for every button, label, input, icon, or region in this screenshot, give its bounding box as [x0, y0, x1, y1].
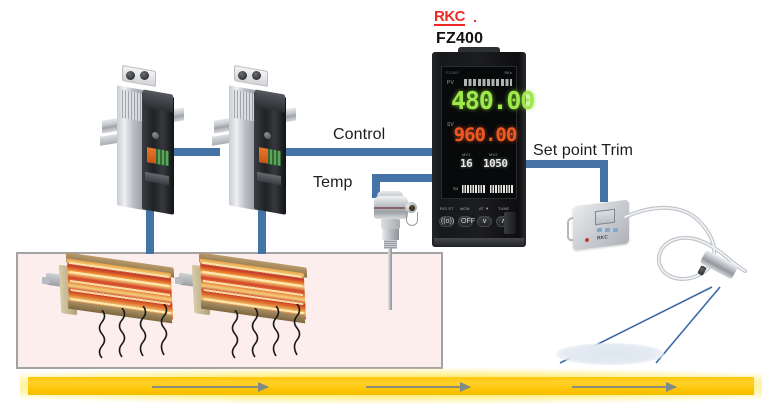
- temperature-probe: [368, 190, 422, 315]
- conveyor-direction-arrow: [152, 382, 269, 392]
- sv-tag: SV: [447, 122, 455, 128]
- status-segment: [478, 185, 485, 193]
- infrared-heater-2: [175, 252, 313, 328]
- mv1-tag: MV1: [462, 152, 471, 157]
- label-temp: Temp: [313, 174, 353, 191]
- pv-tag: PV: [447, 80, 455, 86]
- fz400-controller[interactable]: FZ400 RKc PV 480.00 SV 960.00 MV1 16 MV2…: [432, 47, 535, 247]
- pv-value: 480.00: [451, 86, 535, 115]
- ir-target-spot: [556, 343, 664, 365]
- model-title: FZ400: [436, 30, 484, 47]
- chevron-down-icon: ∨: [482, 218, 488, 225]
- wire-module1-to-module2: [168, 148, 220, 156]
- probe-head-band: [374, 207, 408, 209]
- wire-temp-vertical: [372, 174, 380, 198]
- pyrometer-display: [595, 208, 615, 226]
- chevron-up-icon: ∧: [501, 217, 506, 226]
- mv2-value: 1050: [483, 157, 508, 170]
- status-segment: [498, 185, 505, 193]
- green-terminal: [156, 148, 169, 167]
- monitor-button[interactable]: [458, 216, 473, 227]
- power-controller-1: [100, 62, 186, 217]
- arrow-shaft: [572, 385, 676, 388]
- radiation-wave: [293, 304, 302, 356]
- arrow-head-icon: [460, 382, 471, 392]
- infrared-pyrometer: RKC: [567, 195, 753, 320]
- run-stop-button[interactable]: [439, 216, 454, 227]
- display-brand-badge: RKc: [504, 70, 512, 75]
- pyrometer-sensor-cable: [623, 201, 747, 281]
- orange-terminal: [147, 147, 156, 164]
- arrow-shaft: [152, 385, 268, 388]
- mv1-value: 16: [460, 157, 473, 170]
- adjust-knob[interactable]: [152, 131, 159, 140]
- probe-chain: [406, 212, 418, 226]
- sv-value: 960.00: [453, 124, 518, 146]
- controller-keypad[interactable]: R/S ST ((o)) MON OFF AT ▼ ∨ TUNE ∧: [438, 204, 520, 238]
- radiation-wave: [98, 310, 107, 359]
- status-segment: [462, 185, 469, 193]
- arrow-shaft: [366, 385, 470, 388]
- arrow-head-icon: [258, 382, 269, 392]
- probe-neck: [381, 219, 400, 229]
- power-terminal-hole: [252, 71, 261, 80]
- power-terminal-hole: [140, 71, 149, 80]
- rkc-logo-dot: [474, 20, 476, 22]
- controller-top-cap: [458, 47, 500, 55]
- probe-head-lid: [377, 191, 403, 199]
- mv2-tag: MV2: [489, 152, 498, 157]
- rkc-logo: RKC: [434, 8, 466, 26]
- pyrometer-button[interactable]: [605, 227, 610, 233]
- wire-trim-vertical: [600, 160, 608, 202]
- display-model-label: FZ400: [446, 70, 460, 75]
- pyrometer-button[interactable]: [597, 227, 602, 233]
- wire-trim-horizontal: [524, 160, 608, 168]
- radiation-wave: [160, 304, 169, 356]
- power-controller-2: [212, 62, 298, 217]
- status-segment: [506, 185, 513, 193]
- green-terminal: [268, 148, 281, 167]
- controller-bottom-cap: [434, 238, 524, 247]
- wire-control-to-controller: [286, 148, 434, 156]
- key-label-monitor: MON: [460, 206, 470, 211]
- radiation-wave: [231, 310, 240, 359]
- radiation-wave: [118, 308, 127, 358]
- label-set-point-trim: Set point Trim: [533, 142, 634, 159]
- power-terminal-hole: [126, 71, 135, 80]
- off-icon: OFF: [461, 218, 475, 225]
- key-label-run-stop: R/S ST: [440, 206, 454, 211]
- pyrometer-button[interactable]: [613, 227, 618, 233]
- probe-hex-nut: [382, 229, 399, 240]
- radiation-wave: [139, 306, 148, 357]
- orange-terminal: [259, 147, 268, 164]
- wire-temp-horizontal: [372, 174, 434, 182]
- controller-side-port: [504, 212, 516, 234]
- conveyor-direction-arrow: [572, 382, 677, 392]
- deviation-bargraph: [464, 79, 512, 86]
- probe-cable-entry: [409, 205, 415, 211]
- adjust-knob[interactable]: [264, 131, 271, 140]
- heater-mount-pin: [42, 277, 50, 284]
- infrared-heater-1: [42, 252, 180, 328]
- pyrometer-enclosure: [573, 199, 629, 251]
- status-indicator-row: SV: [453, 185, 524, 194]
- radiation-wave: [272, 306, 281, 357]
- probe-stem: [388, 248, 392, 310]
- down-button[interactable]: [477, 216, 492, 227]
- conveyor-direction-arrow: [366, 382, 471, 392]
- status-row-label: SV: [453, 186, 459, 191]
- power-terminal-hole: [238, 71, 247, 80]
- controller-display: FZ400 RKc PV 480.00 SV 960.00 MV1 16 MV2…: [441, 66, 535, 199]
- arrow-head-icon: [666, 382, 677, 392]
- heater-mount-pin: [175, 277, 183, 284]
- probe-thread: [384, 240, 397, 249]
- radiation-wave: [251, 308, 260, 358]
- key-label-up: TUNE: [498, 206, 510, 211]
- key-label-down: AT ▼: [479, 206, 490, 211]
- label-control: Control: [333, 126, 386, 143]
- status-segment: [470, 185, 477, 193]
- status-segment: [490, 185, 497, 193]
- run-stop-icon: ((o)): [441, 218, 455, 225]
